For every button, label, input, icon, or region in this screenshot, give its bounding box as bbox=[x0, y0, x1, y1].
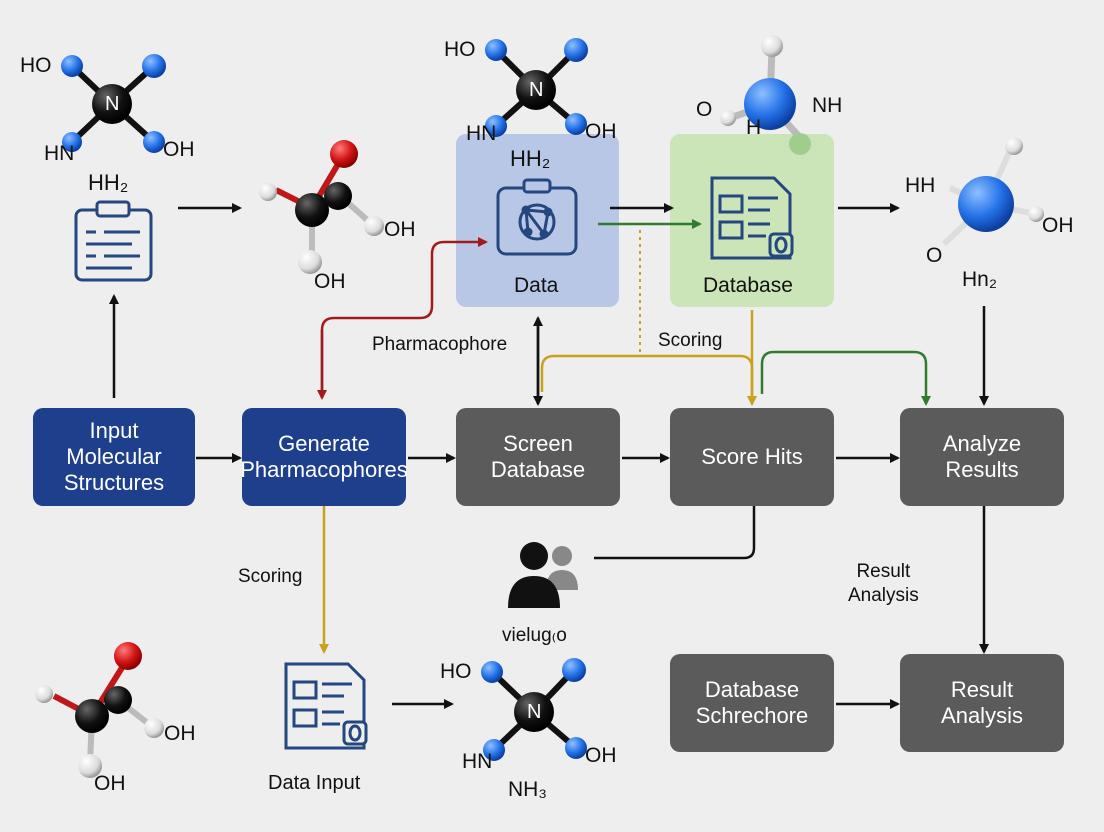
m4-label-h: H bbox=[746, 116, 762, 139]
m1-label-oh: OH bbox=[163, 138, 195, 161]
input-box-label: Input Molecular Structures bbox=[63, 418, 165, 495]
m7-label-oh: OH bbox=[585, 744, 617, 767]
clipboard-list-icon bbox=[74, 200, 153, 282]
m1-label-n: N bbox=[105, 93, 120, 115]
m1-label-hn: HN bbox=[44, 142, 75, 165]
molecule-n-topleft bbox=[61, 54, 166, 153]
users-icon bbox=[508, 542, 578, 608]
m6-label-oh-right: OH bbox=[164, 722, 196, 745]
database-form-icon bbox=[710, 176, 794, 260]
m7-label-hn: HN bbox=[462, 750, 493, 773]
molecule-carboxyl-top bbox=[259, 140, 384, 274]
m4-label-nh: NH bbox=[812, 94, 843, 117]
molecule-carboxyl-bottom bbox=[35, 642, 164, 778]
black-arrows bbox=[109, 203, 989, 709]
score-hits-box[interactable]: Score Hits bbox=[670, 408, 834, 506]
m7-label-ho: HO bbox=[440, 660, 472, 683]
m5-label-hh: HH bbox=[905, 174, 936, 197]
m5-label-oh: OH bbox=[1042, 214, 1074, 237]
data-panel-title: HH₂ bbox=[510, 146, 551, 171]
scoring-label-left: Scoring bbox=[238, 566, 303, 587]
database-schrechore-box[interactable]: Database Schrechore bbox=[670, 654, 834, 752]
network-graph-icon bbox=[496, 178, 578, 256]
database-panel-label: Database bbox=[703, 274, 793, 297]
arrow-green-to-analyze bbox=[760, 350, 931, 406]
data-input-form-icon bbox=[284, 662, 368, 750]
score-box-label: Score Hits bbox=[701, 444, 803, 469]
screen-database-box[interactable]: Screen Database bbox=[456, 408, 620, 506]
molecule-n-bottom bbox=[481, 658, 587, 761]
m3-label-oh: OH bbox=[585, 120, 617, 143]
m3-label-hn: HN bbox=[466, 122, 497, 145]
result-analysis-caption: Result Analysis bbox=[848, 561, 919, 606]
analyze-box-label: Analyze Results bbox=[942, 431, 1022, 482]
m7-label-nh3: NH₃ bbox=[508, 778, 547, 801]
input-molecular-structures-box[interactable]: Input Molecular Structures bbox=[33, 408, 195, 506]
line-score-to-user bbox=[594, 504, 756, 560]
m5-label-o: O bbox=[926, 244, 943, 267]
m2-label-oh-right: OH bbox=[384, 218, 416, 241]
result-analysis-box[interactable]: Result Analysis bbox=[900, 654, 1064, 752]
m2-label-oh-bottom: OH bbox=[314, 270, 346, 293]
molecule-n-topcenter bbox=[485, 38, 588, 137]
analyze-results-box[interactable]: Analyze Results bbox=[900, 408, 1064, 506]
m6-label-oh-bottom: OH bbox=[94, 772, 126, 795]
user-caption: vielug₍o bbox=[502, 625, 567, 646]
arrow-gold-screen-to-score bbox=[540, 354, 757, 406]
arrow-red-generate-to-data bbox=[320, 237, 488, 398]
generate-pharmacophores-box[interactable]: Generate Pharmacophores bbox=[240, 408, 408, 506]
m4-label-o: O bbox=[696, 98, 713, 121]
hh2-label-left: HH₂ bbox=[88, 170, 129, 195]
molecule-blue-sphere-right bbox=[941, 137, 1044, 247]
m1-label-ho: HO bbox=[20, 54, 52, 77]
screen-box-label: Screen Database bbox=[490, 431, 586, 482]
generate-box-label: Generate Pharmacophores bbox=[240, 431, 408, 482]
result-analysis-box-label: Result Analysis bbox=[941, 677, 1023, 728]
m3-label-n: N bbox=[529, 79, 544, 101]
data-panel-label: Data bbox=[514, 274, 559, 297]
m3-label-ho: HO bbox=[444, 38, 476, 61]
molecule-blue-sphere-top bbox=[720, 35, 811, 155]
dbschore-box-label: Database Schrechore bbox=[695, 677, 809, 728]
data-input-label: Data Input bbox=[268, 772, 361, 794]
scoring-label-top: Scoring bbox=[658, 330, 723, 351]
pharmacophore-label: Pharmacophore bbox=[372, 334, 508, 355]
m5-label-hn2: Hn₂ bbox=[962, 268, 997, 291]
m7-label-n: N bbox=[527, 701, 542, 723]
data-panel bbox=[456, 134, 619, 307]
